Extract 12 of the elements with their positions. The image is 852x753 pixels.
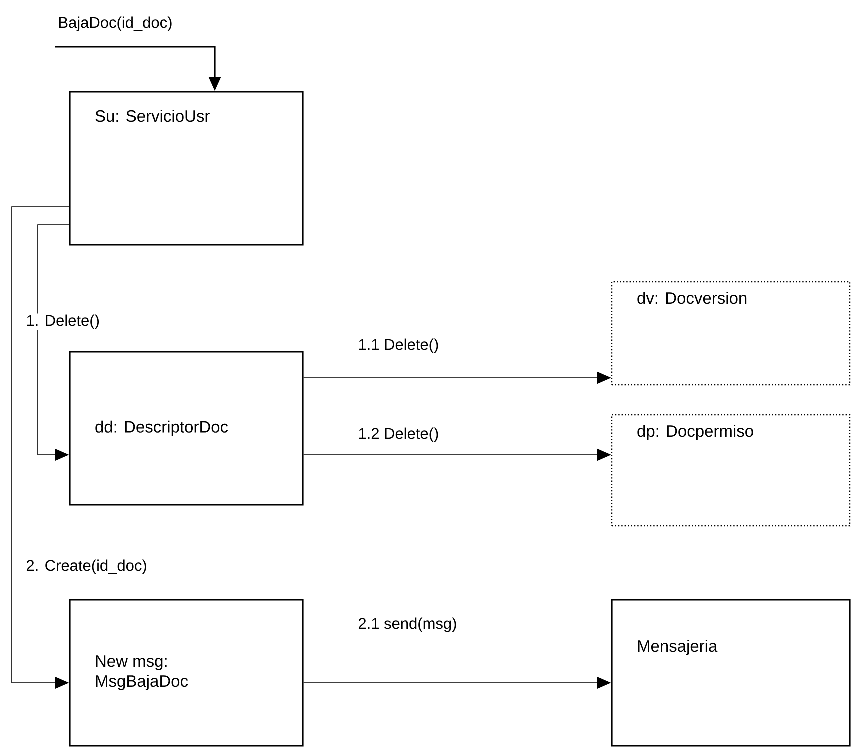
- object-box: dd: DescriptorDoc: [69, 351, 304, 506]
- edge-label: 1. Delete(): [25, 314, 101, 330]
- object-box: Su: ServicioUsr: [69, 91, 304, 246]
- object-box: New msg: MsgBajaDoc: [69, 599, 304, 747]
- edge-label: 2.1 send(msg): [357, 616, 458, 634]
- edge-label: BajaDoc(id_doc): [57, 16, 174, 32]
- edge-label: 2. Create(id_doc): [25, 558, 148, 576]
- object-box: dv: Docversion: [611, 281, 851, 386]
- edge-label: 1.1 Delete(): [357, 338, 440, 354]
- object-box: Mensajeria: [611, 599, 851, 747]
- object-box: dp: Docpermiso: [611, 414, 851, 527]
- edge-label: 1.2 Delete(): [357, 426, 440, 444]
